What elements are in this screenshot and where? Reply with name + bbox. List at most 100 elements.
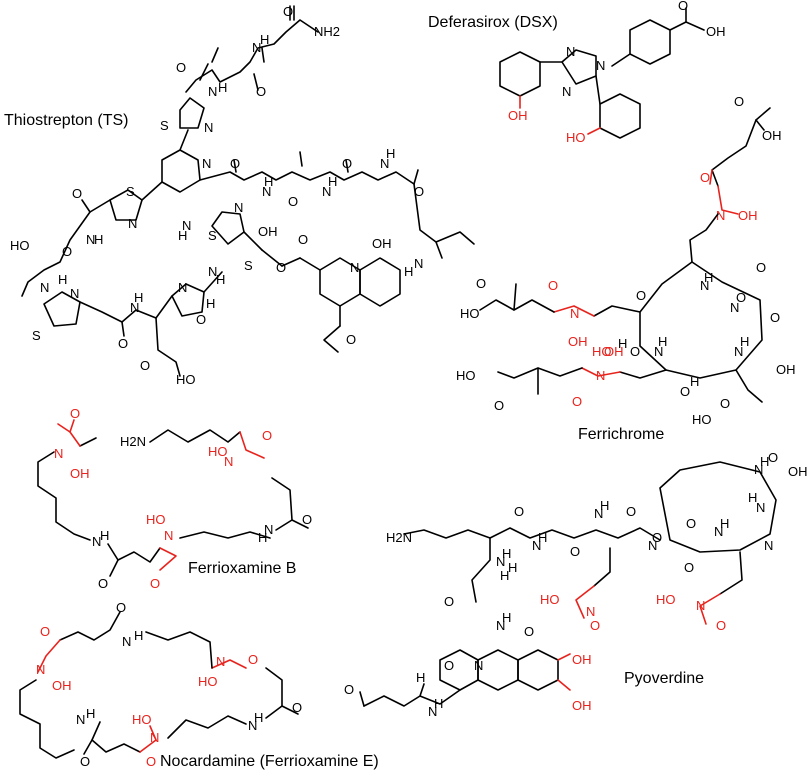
atom: O bbox=[230, 156, 240, 171]
atom: O bbox=[636, 288, 646, 303]
atom: H bbox=[216, 272, 225, 287]
atom: O bbox=[72, 186, 82, 201]
atom: O bbox=[700, 170, 710, 185]
atom: N bbox=[496, 618, 505, 633]
atom: N bbox=[150, 730, 159, 745]
atom: OH bbox=[604, 344, 624, 359]
atom: HO bbox=[460, 306, 480, 321]
atom: O bbox=[686, 516, 696, 531]
atom: N bbox=[86, 232, 95, 247]
atom: H bbox=[94, 232, 103, 247]
atom: N bbox=[70, 286, 79, 301]
atom: H bbox=[416, 670, 425, 685]
atom: N bbox=[754, 462, 763, 477]
atom: H bbox=[502, 610, 511, 625]
atom: N bbox=[496, 554, 505, 569]
atom: H bbox=[618, 336, 627, 351]
atom: N bbox=[648, 538, 657, 553]
atom: H bbox=[134, 290, 143, 305]
atom: N bbox=[322, 184, 331, 199]
atom: S bbox=[32, 328, 41, 343]
atom: HO bbox=[176, 372, 196, 387]
atom: O bbox=[118, 336, 128, 351]
atom: N bbox=[350, 260, 359, 275]
atom: O bbox=[570, 544, 580, 559]
atom: N bbox=[130, 300, 139, 315]
atom: H bbox=[740, 334, 749, 349]
atom: N bbox=[414, 256, 423, 271]
atom: OH bbox=[788, 464, 808, 479]
atom: H bbox=[58, 272, 67, 287]
atom: N bbox=[234, 200, 243, 215]
atom: H bbox=[704, 270, 713, 285]
atom: HO bbox=[540, 592, 560, 607]
atom: H bbox=[86, 706, 95, 721]
atom: N bbox=[262, 184, 271, 199]
atom: HO bbox=[656, 592, 676, 607]
atom: O bbox=[98, 576, 108, 591]
atom: O bbox=[298, 232, 308, 247]
atom: OH bbox=[706, 24, 726, 39]
atom: O bbox=[652, 530, 662, 545]
atom: O bbox=[346, 332, 356, 347]
atom: HO bbox=[132, 712, 152, 727]
atom: HO bbox=[592, 344, 612, 359]
atom: O bbox=[548, 278, 558, 293]
atom: O bbox=[524, 624, 534, 639]
ferrichrome-title: Ferrichrome bbox=[578, 426, 664, 443]
atom: O bbox=[256, 84, 266, 99]
atom: HO bbox=[10, 238, 30, 253]
atom: O bbox=[344, 682, 354, 697]
atom: N bbox=[586, 604, 595, 619]
atom: H bbox=[264, 174, 273, 189]
atom: O bbox=[514, 504, 524, 519]
atom: O bbox=[476, 276, 486, 291]
atom: O bbox=[680, 384, 690, 399]
atom: O bbox=[248, 652, 258, 667]
atom: O bbox=[684, 560, 694, 575]
atom: H bbox=[386, 146, 395, 161]
atom: O bbox=[770, 310, 780, 325]
atom: N bbox=[128, 216, 137, 231]
atom: H bbox=[748, 490, 757, 505]
atom: O bbox=[70, 406, 80, 421]
atom: HO bbox=[146, 512, 166, 527]
atom: N bbox=[178, 280, 187, 295]
atom: N bbox=[202, 156, 211, 171]
atom: N bbox=[716, 208, 725, 223]
atom: N bbox=[734, 344, 743, 359]
atom: O bbox=[444, 594, 454, 609]
atom: O bbox=[414, 184, 424, 199]
atom: O bbox=[288, 194, 298, 209]
atom: O bbox=[196, 312, 206, 327]
atom: N bbox=[92, 534, 101, 549]
atom: N bbox=[562, 84, 571, 99]
atom: S bbox=[208, 228, 217, 243]
atom: H bbox=[508, 560, 517, 575]
atom: HO bbox=[692, 412, 712, 427]
atom: S bbox=[126, 184, 135, 199]
atom: O bbox=[176, 60, 186, 75]
atom: H bbox=[404, 264, 413, 279]
atom: O bbox=[140, 358, 150, 373]
atom: O bbox=[40, 624, 50, 639]
atom: N bbox=[216, 654, 225, 669]
atom: N bbox=[654, 344, 663, 359]
atom: H bbox=[100, 528, 109, 543]
atom: N bbox=[596, 58, 605, 73]
atom: N bbox=[570, 306, 579, 321]
atom: O bbox=[626, 504, 636, 519]
nocardamine-structure: Nocardamine (Ferrioxamine E) O O N OH N … bbox=[19, 600, 379, 770]
atom: O bbox=[262, 428, 272, 443]
atom: N bbox=[764, 538, 773, 553]
atom: H bbox=[260, 32, 269, 47]
thiostrepton-title: Thiostrepton (TS) bbox=[4, 112, 128, 129]
atom: H bbox=[720, 516, 729, 531]
atom: OH bbox=[258, 224, 278, 239]
atom: H bbox=[500, 568, 509, 583]
atom: H2N bbox=[386, 530, 412, 545]
atom: O bbox=[292, 700, 302, 715]
atom: OH bbox=[372, 236, 392, 251]
atom: N bbox=[730, 300, 739, 315]
